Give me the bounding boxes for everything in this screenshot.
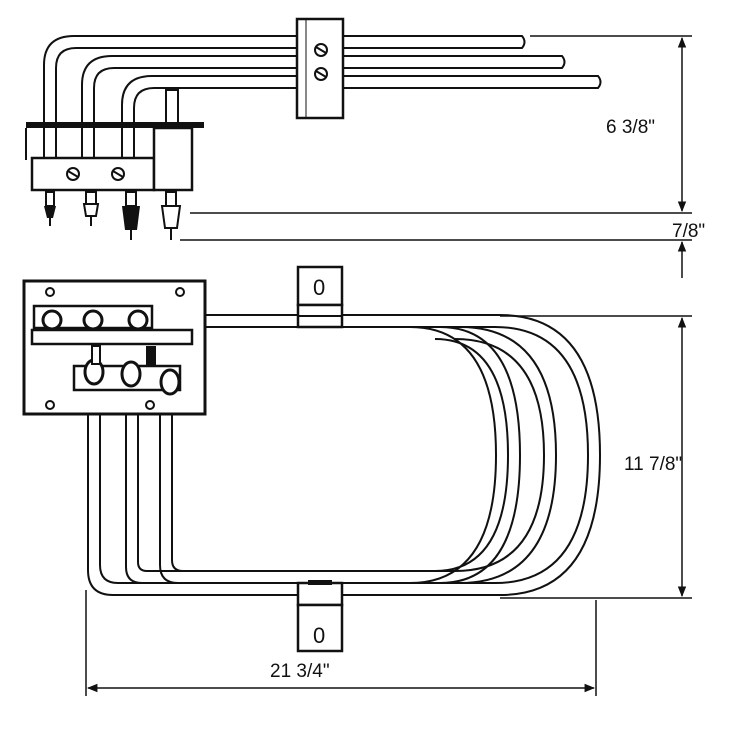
side-view [25, 17, 602, 240]
terminal-stud [122, 191, 140, 240]
side-tube [81, 55, 566, 125]
plan-tube [409, 326, 498, 584]
plan-length-label: 21 3/4" [270, 661, 330, 682]
top-bracket-label: 0 [313, 275, 325, 300]
terminal-nut-icon [120, 360, 142, 388]
terminal-stud [82, 191, 100, 226]
side-mount-plate [26, 122, 204, 128]
terminal-stud [160, 191, 182, 240]
terminal-nut-icon [127, 309, 149, 331]
terminal-length-label: 7/8" [672, 221, 705, 242]
plan-dimensions: 11 7/8" 21 3/4" [85, 315, 692, 696]
terminal-nut-icon [159, 368, 181, 396]
side-mount-bracket [295, 17, 345, 120]
side-height-label: 6 3/8" [606, 117, 655, 138]
side-tube [121, 75, 602, 125]
plan-top-bracket: 0 [296, 265, 344, 329]
plan-tube [159, 326, 522, 584]
side-dimensions: 6 3/8" 7/8" [180, 35, 705, 278]
plan-bottom-bracket: 0 [296, 580, 344, 653]
plan-height-label: 11 7/8" [624, 454, 682, 475]
side-tube [43, 35, 526, 125]
plan-tube [125, 326, 558, 584]
bottom-bracket-label: 0 [313, 623, 325, 648]
terminal-nut-icon [82, 309, 104, 331]
plan-flange-plate [22, 279, 207, 416]
plan-view: 0 0 [22, 265, 602, 653]
terminal-nut-icon [41, 309, 63, 331]
side-housing [152, 126, 194, 192]
plan-tube [87, 314, 602, 596]
side-terminal-block [30, 156, 156, 192]
terminal-stud [44, 191, 56, 226]
